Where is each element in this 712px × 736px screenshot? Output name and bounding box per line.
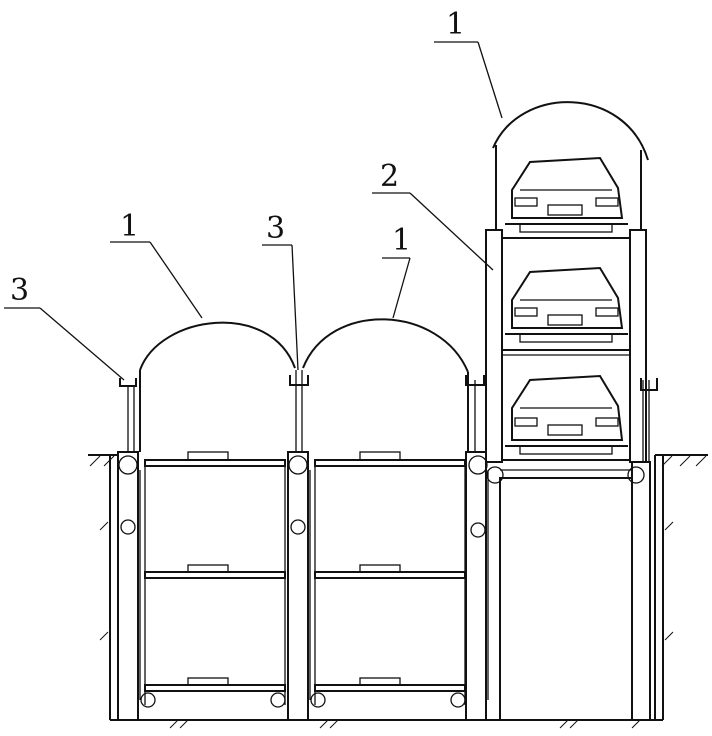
underground-pallets-left — [144, 451, 286, 705]
underground-bay-right — [499, 469, 633, 721]
label-3-left-gutter: 3 — [10, 273, 29, 308]
label-1-middle-canopy: 1 — [392, 223, 411, 258]
canopy-right — [492, 101, 658, 391]
label-1-left-canopy: 1 — [120, 209, 139, 244]
label-2-tower-frame: 2 — [380, 159, 399, 194]
columns — [117, 370, 651, 721]
pit-walls — [99, 455, 674, 729]
underground-pallets-middle — [314, 451, 466, 705]
car-top — [505, 156, 628, 233]
label-3-middle-gutter: 3 — [266, 211, 285, 246]
chain-sprockets — [118, 455, 645, 708]
car-bottom — [505, 374, 628, 455]
tower-frame — [485, 229, 647, 463]
canopy-middle — [289, 318, 485, 452]
canopy-left — [119, 321, 296, 452]
car-middle — [505, 266, 628, 343]
label-1-right-canopy: 1 — [446, 7, 465, 42]
leader-lines — [4, 41, 503, 381]
